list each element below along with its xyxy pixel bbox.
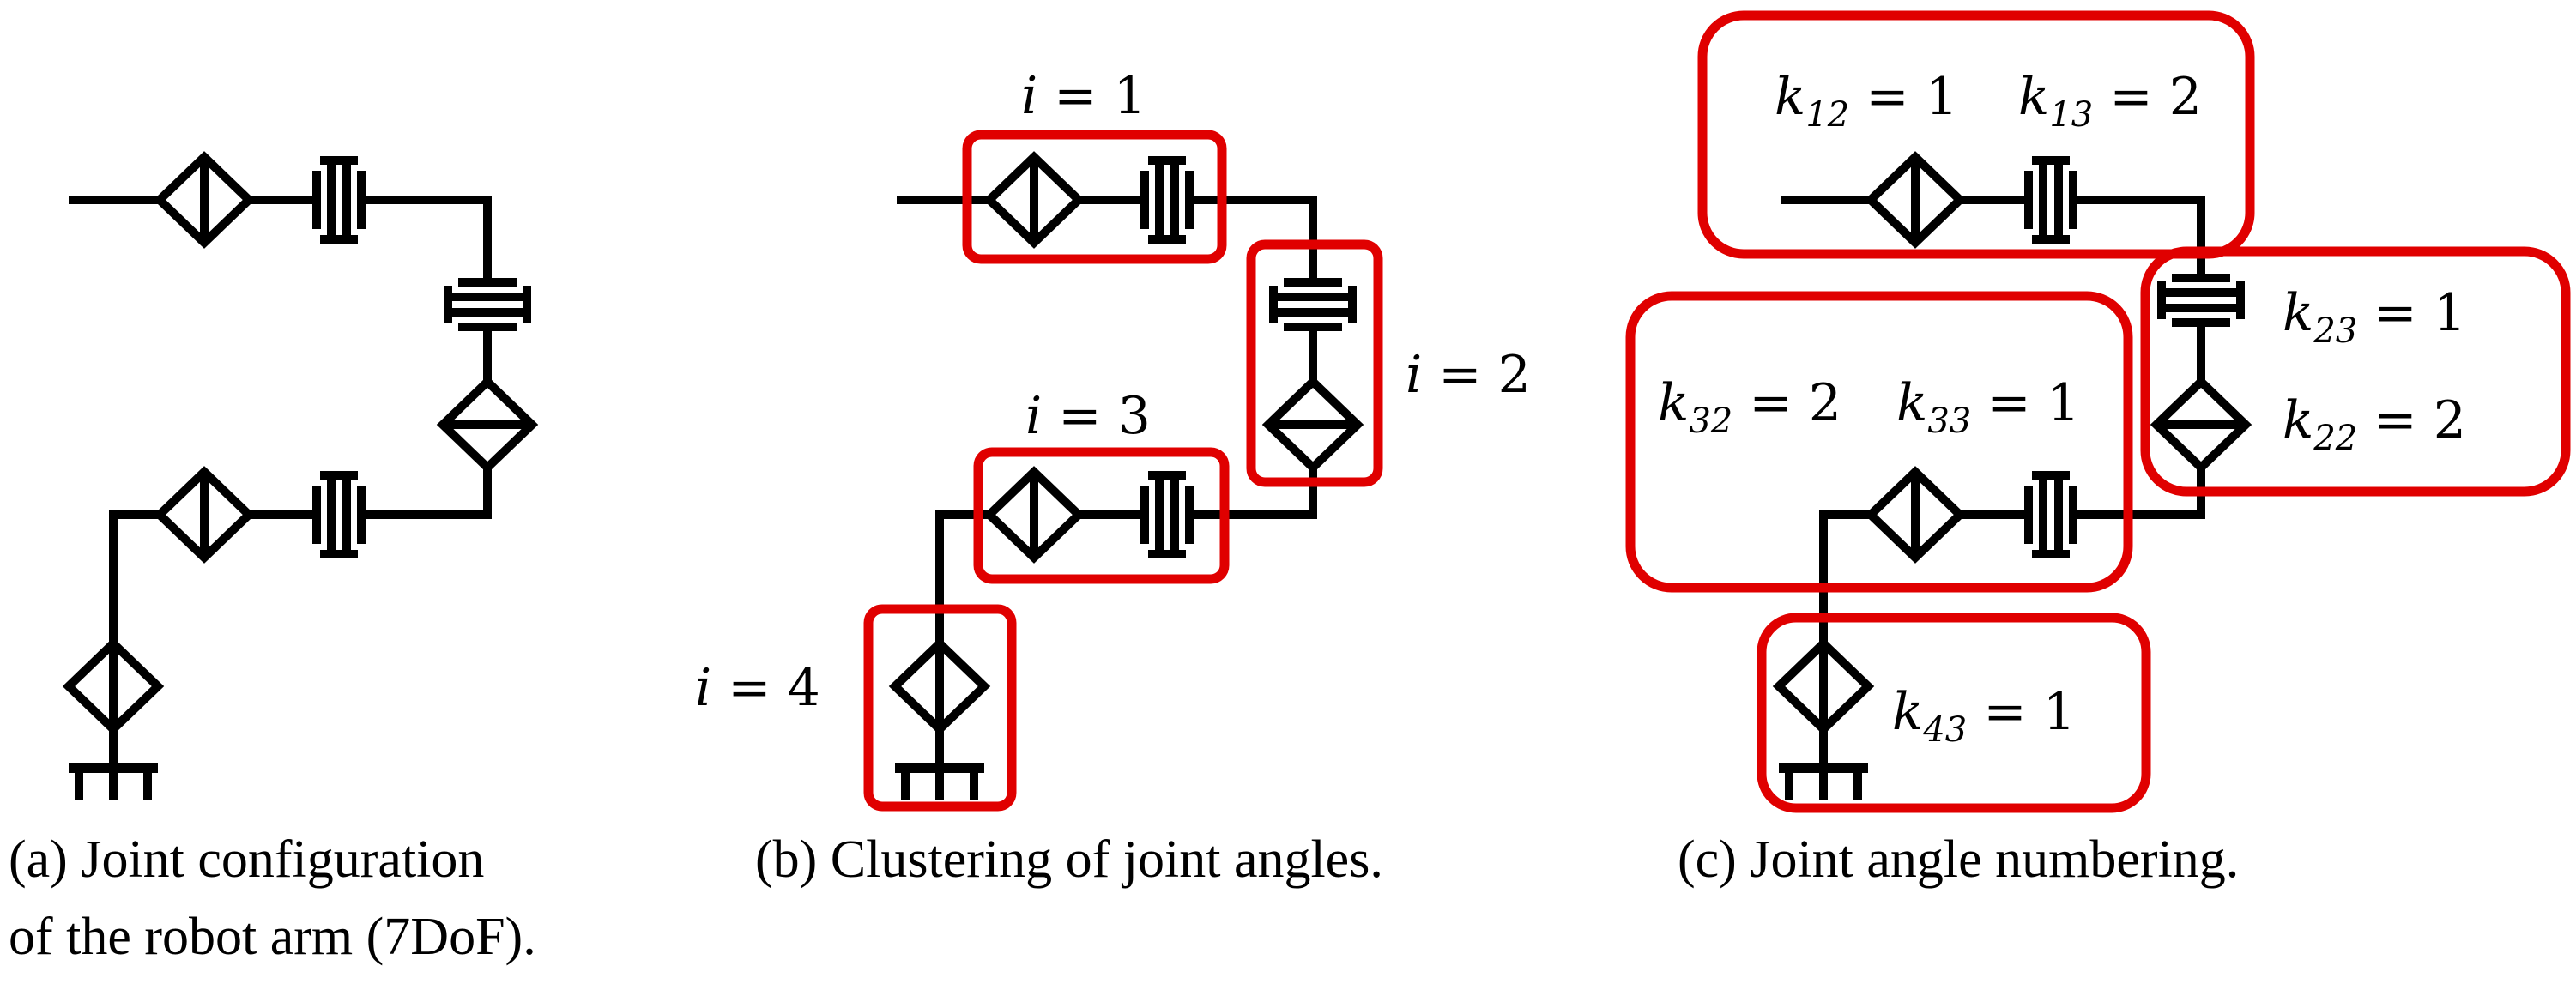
panel-a-arm-diagram (69, 157, 532, 800)
label-k33: k33 = 1 (1896, 373, 2080, 441)
cluster-box-i3 (973, 447, 1230, 584)
label-k22: k22 = 2 (2283, 390, 2466, 458)
panel-c-joint-3-icon (2162, 278, 2240, 323)
panel-c-joint-1-icon (1871, 157, 1960, 243)
caption-a-line1: (a) Joint configuration (9, 830, 484, 889)
panel-a-joint-6-icon (160, 472, 249, 558)
panel-c-joint-4-icon (2156, 382, 2246, 468)
panel-a-joint-2-icon (317, 160, 361, 239)
caption-a-line2: of the robot arm (7DoF). (9, 908, 536, 966)
panel-b-arm-diagram: i = 1 i = 2 i = 3 i = 4 (695, 66, 1531, 812)
panel-b-joint-5-icon (1145, 475, 1189, 554)
panel-a-joint-3-icon (448, 282, 527, 327)
panel-a-joint-5-icon (317, 475, 361, 554)
panel-c-joint-7-icon (1779, 643, 1868, 729)
label-i3: i = 3 (1025, 386, 1151, 446)
label-k32: k32 = 2 (1658, 373, 1841, 441)
panel-b-base-icon (895, 768, 984, 800)
label-i2: i = 2 (1406, 345, 1531, 405)
label-k43: k43 = 1 (1892, 682, 2076, 750)
panel-b-joint-7-icon (895, 643, 984, 729)
label-i4: i = 4 (695, 658, 820, 718)
group-box-3 (1625, 291, 2133, 593)
group-box-4 (1757, 613, 2151, 813)
cluster-box-i1 (962, 130, 1227, 264)
panel-a-joint-1-icon (160, 157, 249, 243)
panel-a-base-icon (69, 768, 158, 800)
label-k23: k23 = 1 (2283, 283, 2466, 351)
panel-c-base-icon (1779, 768, 1868, 800)
panel-c-joint-5-icon (2029, 475, 2073, 554)
group-box-1 (1697, 10, 2255, 259)
label-k13: k13 = 2 (2018, 67, 2202, 135)
panel-a-joint-7-icon (69, 643, 158, 729)
panel-b-joint-3-icon (1273, 282, 1352, 327)
panel-c-joint-6-icon (1871, 472, 1960, 558)
label-i1: i = 1 (1021, 66, 1146, 126)
panel-b-joint-4-icon (1268, 382, 1358, 468)
caption-b: (b) Clustering of joint angles. (755, 830, 1383, 889)
panel-c-arm-diagram: k12 = 1 k13 = 2 k23 = 1 k22 = 2 k32 = 2 … (1625, 10, 2571, 813)
caption-c: (c) Joint angle numbering. (1678, 830, 2239, 889)
cluster-box-i2 (1246, 239, 1383, 487)
label-k12: k12 = 1 (1775, 67, 1958, 135)
panel-b-joint-2-icon (1145, 160, 1189, 239)
panel-a-joint-4-icon (443, 382, 532, 468)
group-box-2 (2140, 246, 2571, 497)
panel-b-joint-1-icon (989, 157, 1079, 243)
cluster-box-i4 (863, 604, 1017, 812)
panel-b-joint-6-icon (989, 472, 1079, 558)
panel-c-joint-2-icon (2029, 160, 2073, 239)
